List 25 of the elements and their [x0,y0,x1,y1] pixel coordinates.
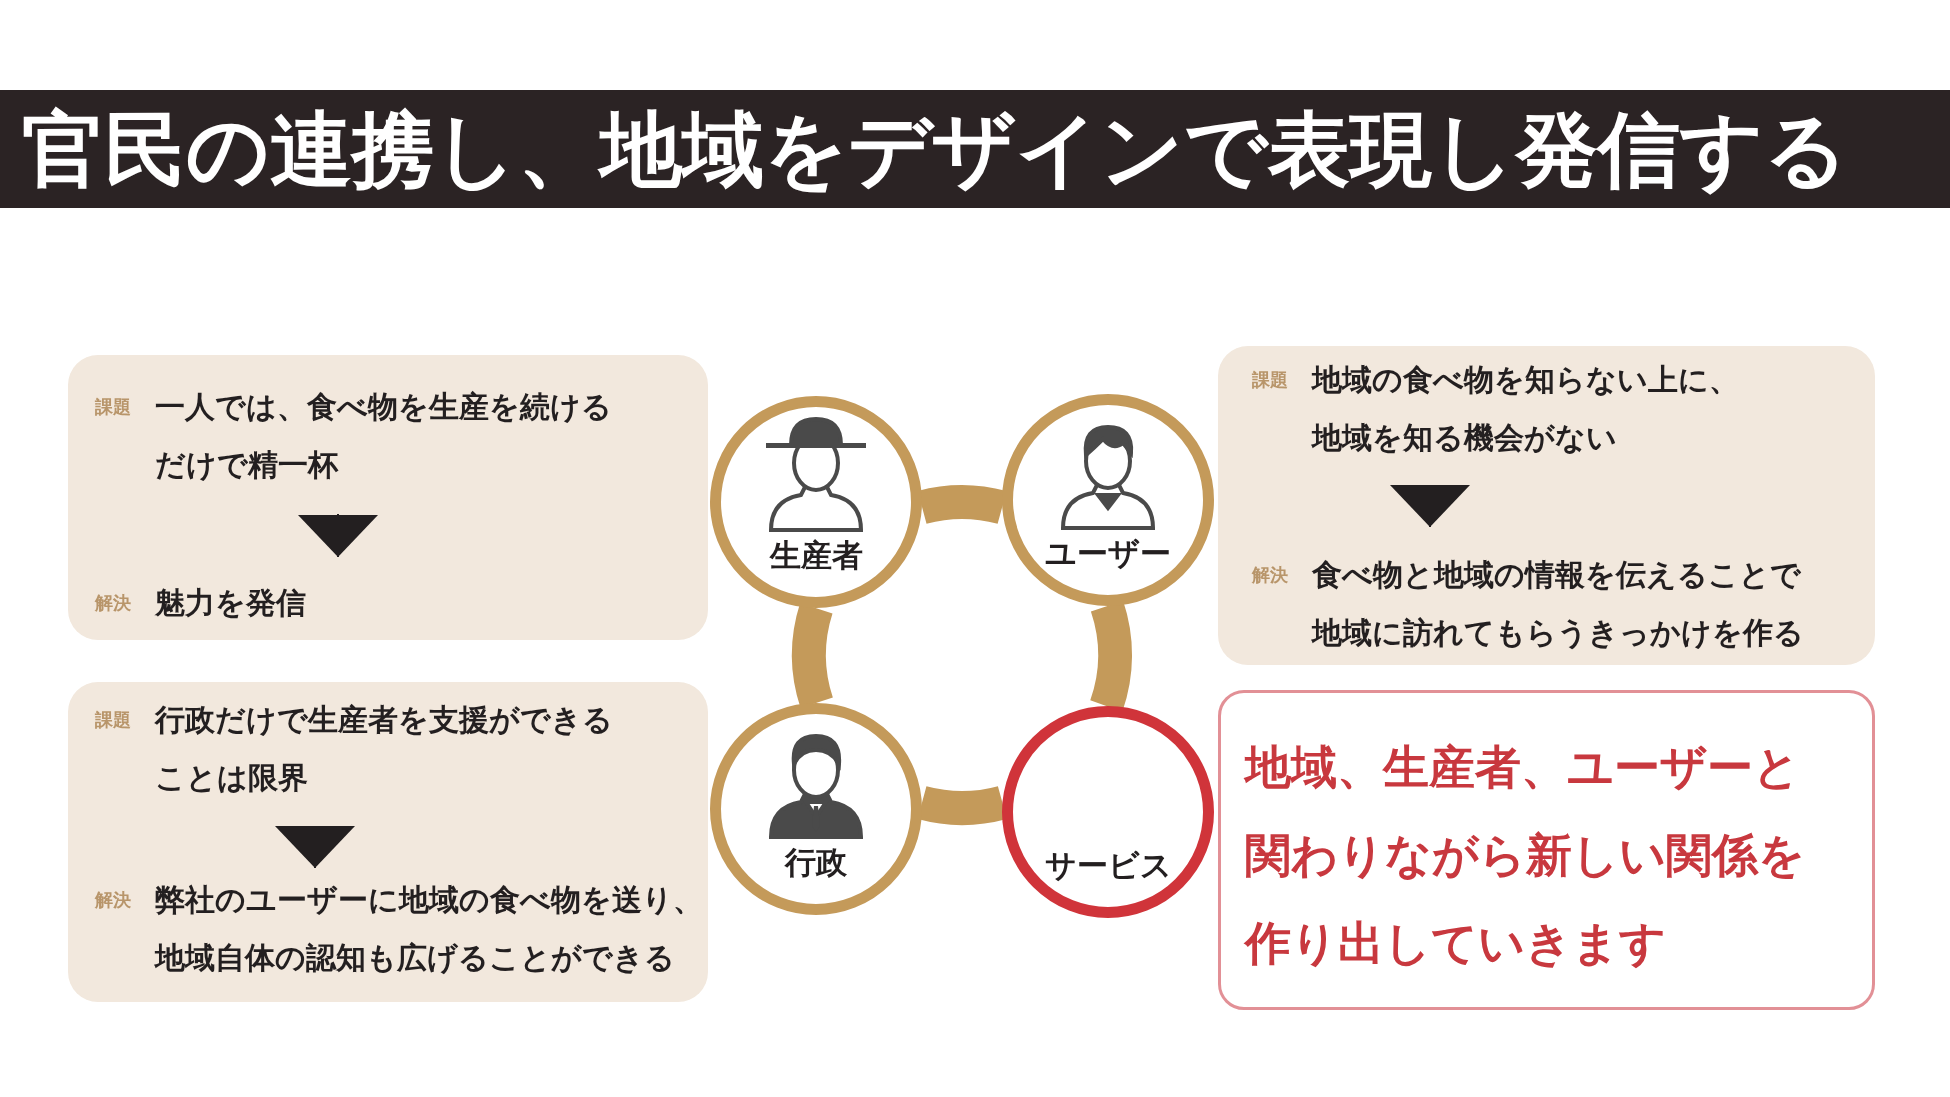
message-box [1218,690,1875,1010]
statement-text: 弊社のユーザーに地域の食べ物を送り、地域自体の認知も広げることができる [155,881,704,977]
role-label: ユーザー [1044,534,1172,573]
statement-text: 魅力を発信 [155,584,307,622]
role-label: サービス [1043,846,1173,885]
statement-text: 一人では、食べ物を生産を続けるだけで精一杯 [155,388,613,484]
role-label: 生産者 [768,536,864,575]
down-arrow [1390,485,1470,528]
tag-label: 課題 [95,395,132,419]
tag-label: 解決 [1252,563,1289,587]
statement-text: 食べ物と地域の情報を伝えることで地域に訪れてもらうきっかけを作る [1312,556,1805,652]
title-banner: 官民の連携し、地域をデザインで表現し発信する [0,90,1950,208]
statement-text: 行政だけで生産者を支援ができることは限界 [155,701,614,797]
tag-label: 課題 [95,708,132,732]
problem-solution-panel [1218,346,1875,665]
problem-solution-panel [68,682,708,1002]
message-text: 地域、生産者、ユーザーと関わりながら新しい関係を作り出していきます [1245,739,1806,972]
tag-label: 解決 [95,888,132,912]
statement-text: 地域の食べ物を知らない上に、地域を知る機会がない [1312,361,1740,457]
down-arrow [275,825,355,869]
down-arrow [298,513,378,558]
role-label: 行政 [783,843,848,882]
tag-label: 課題 [1252,368,1289,392]
problem-solution-panel [68,355,708,640]
tag-label: 解決 [95,591,132,615]
